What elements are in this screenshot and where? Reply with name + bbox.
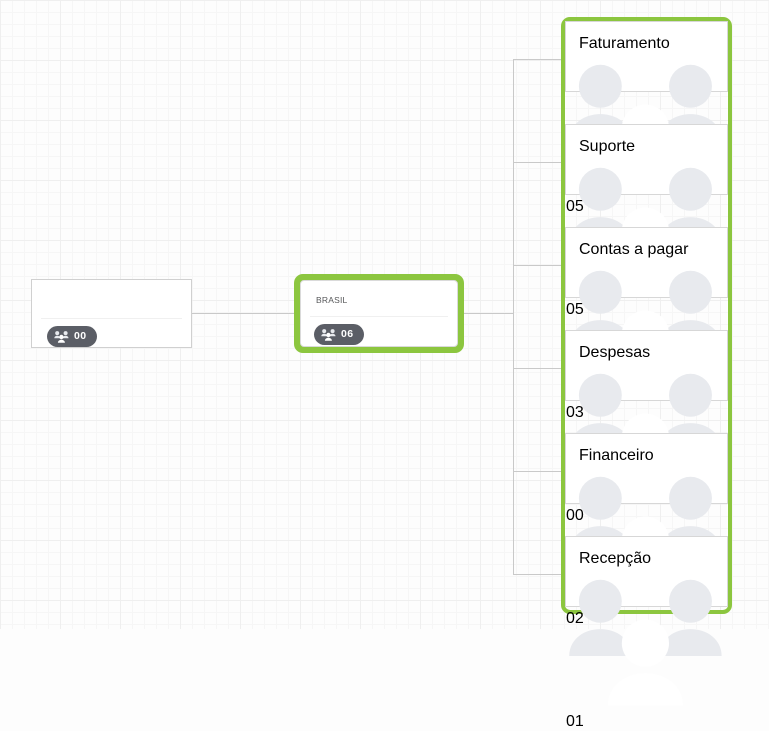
node-root-member-count: 00 (74, 330, 87, 343)
node-suporte[interactable]: Suporte 05 (565, 124, 728, 318)
node-suporte-member-count: 05 (566, 300, 584, 318)
children-group-selection-frame[interactable] (561, 17, 732, 614)
node-recepcao-title: Recepção (579, 550, 652, 567)
node-root-divider (41, 318, 182, 319)
users-group-icon (321, 329, 336, 341)
connector-stub-recepcao (513, 574, 565, 575)
connector-stub-financeiro (513, 471, 565, 472)
node-contas-a-pagar-title: Contas a pagar (579, 241, 689, 258)
node-contas-a-pagar-member-count: 03 (566, 403, 584, 421)
node-brasil-member-badge[interactable]: 06 (314, 324, 365, 345)
node-recepcao-member-count: 01 (566, 712, 584, 730)
node-root-title (32, 280, 191, 294)
connector-children-trunk (513, 59, 514, 574)
connector-stub-faturamento (513, 59, 565, 60)
node-financeiro[interactable]: Financeiro 02 (565, 433, 728, 627)
node-despesas-title: Despesas (579, 344, 651, 361)
node-recepcao-member-badge[interactable]: 01 (566, 568, 727, 731)
node-faturamento-member-count: 05 (566, 197, 584, 215)
node-recepcao[interactable]: Recepção 01 (565, 536, 728, 730)
node-root-member-badge[interactable]: 00 (47, 326, 98, 347)
connector-stub-suporte (513, 162, 565, 163)
node-despesas[interactable]: Despesas 00 (565, 330, 728, 524)
connector-stub-contas-a-pagar (513, 265, 565, 266)
node-financeiro-member-count: 02 (566, 609, 584, 627)
node-root[interactable]: 00 (31, 279, 192, 348)
node-faturamento[interactable]: Faturamento 05 (565, 21, 728, 215)
connector-brasil-to-trunk (464, 313, 514, 314)
users-group-icon (54, 331, 69, 343)
users-group-icon (569, 579, 722, 706)
node-brasil-title: BRASIL (316, 295, 348, 305)
node-brasil-selection-frame[interactable]: BRASIL 06 (294, 274, 464, 353)
node-suporte-title: Suporte (579, 138, 636, 155)
children-group: Faturamento 05 Suporte (565, 21, 728, 730)
node-brasil[interactable]: BRASIL 06 (300, 280, 458, 347)
connector-root-to-brasil (192, 313, 294, 314)
node-despesas-member-count: 00 (566, 506, 584, 524)
node-contas-a-pagar[interactable]: Contas a pagar 03 (565, 227, 728, 421)
node-brasil-member-count: 06 (341, 328, 354, 341)
node-brasil-divider (310, 316, 448, 317)
node-faturamento-title: Faturamento (579, 35, 670, 52)
connector-stub-despesas (513, 368, 565, 369)
node-financeiro-title: Financeiro (579, 447, 654, 464)
